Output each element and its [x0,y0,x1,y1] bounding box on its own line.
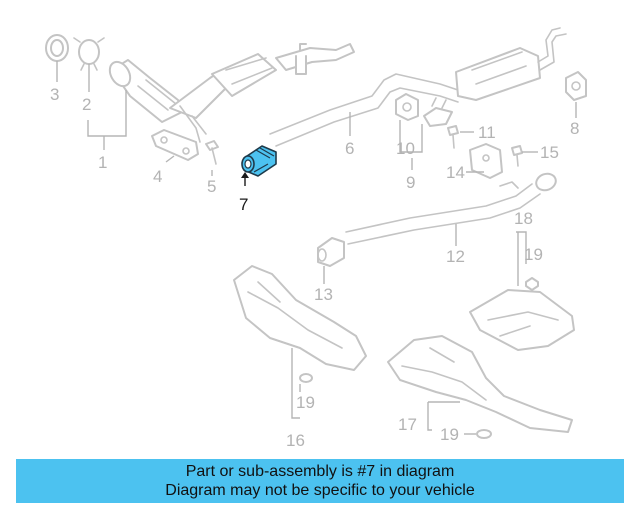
part-18-heat-shield [469,289,575,351]
callout-2: 2 [82,95,91,114]
part-3-gasket [45,34,69,62]
part-12-tail-pipe [345,172,557,245]
leader-7-arrow [241,172,249,186]
part-2-clamp [73,37,105,71]
callout-13: 13 [314,285,333,304]
info-banner: Part or sub-assembly is #7 in diagram Di… [16,459,624,503]
rear-muffler [455,27,567,101]
part-13-clamp [317,237,345,267]
part-11-bolt [447,125,459,149]
part-14-bracket [469,143,503,179]
callout-14: 14 [446,163,465,182]
callout-19-shield16: 19 [296,393,315,412]
callout-7[interactable]: 7 [239,195,248,214]
callout-6: 6 [345,139,354,158]
part-15-bolt [511,145,523,167]
part-16-heat-shield [233,265,367,371]
callout-11: 11 [478,123,496,142]
callout-5: 5 [207,177,216,196]
part-1-front-pipe-catalytic-converter [108,43,355,143]
callout-9: 9 [406,173,415,192]
part-4-bracket [151,129,199,161]
callout-4: 4 [153,167,162,186]
exhaust-system-diagram: 3 2 1 4 5 7 6 10 9 11 14 15 8 12 13 18 1… [45,27,587,450]
callout-1: 1 [98,153,107,172]
callout-17: 17 [398,415,417,434]
callout-18: 18 [514,209,533,228]
part-7-exhaust-clamp[interactable] [241,145,277,177]
callout-3: 3 [50,85,59,104]
callout-12: 12 [446,247,465,266]
part-17-heat-shield [387,335,573,433]
banner-line-part-number: Part or sub-assembly is #7 in diagram [185,463,455,480]
banner-line-disclaimer: Diagram may not be specific to your vehi… [165,482,475,499]
part-8-hanger-insulator [565,71,587,101]
callout-15: 15 [540,143,559,162]
part-6-intermediate-pipe [269,73,459,147]
callout-16: 16 [286,431,305,450]
callout-19-shield17: 19 [440,425,459,444]
part-5-bolt [205,140,219,165]
callout-10: 10 [396,139,415,158]
part-9-bracket [423,97,453,127]
leader-lines [56,61,577,435]
callout-19-heatshield: 19 [524,245,543,264]
part-19-nut [299,277,539,439]
part-10-hanger [395,93,419,121]
callout-8: 8 [570,119,579,138]
